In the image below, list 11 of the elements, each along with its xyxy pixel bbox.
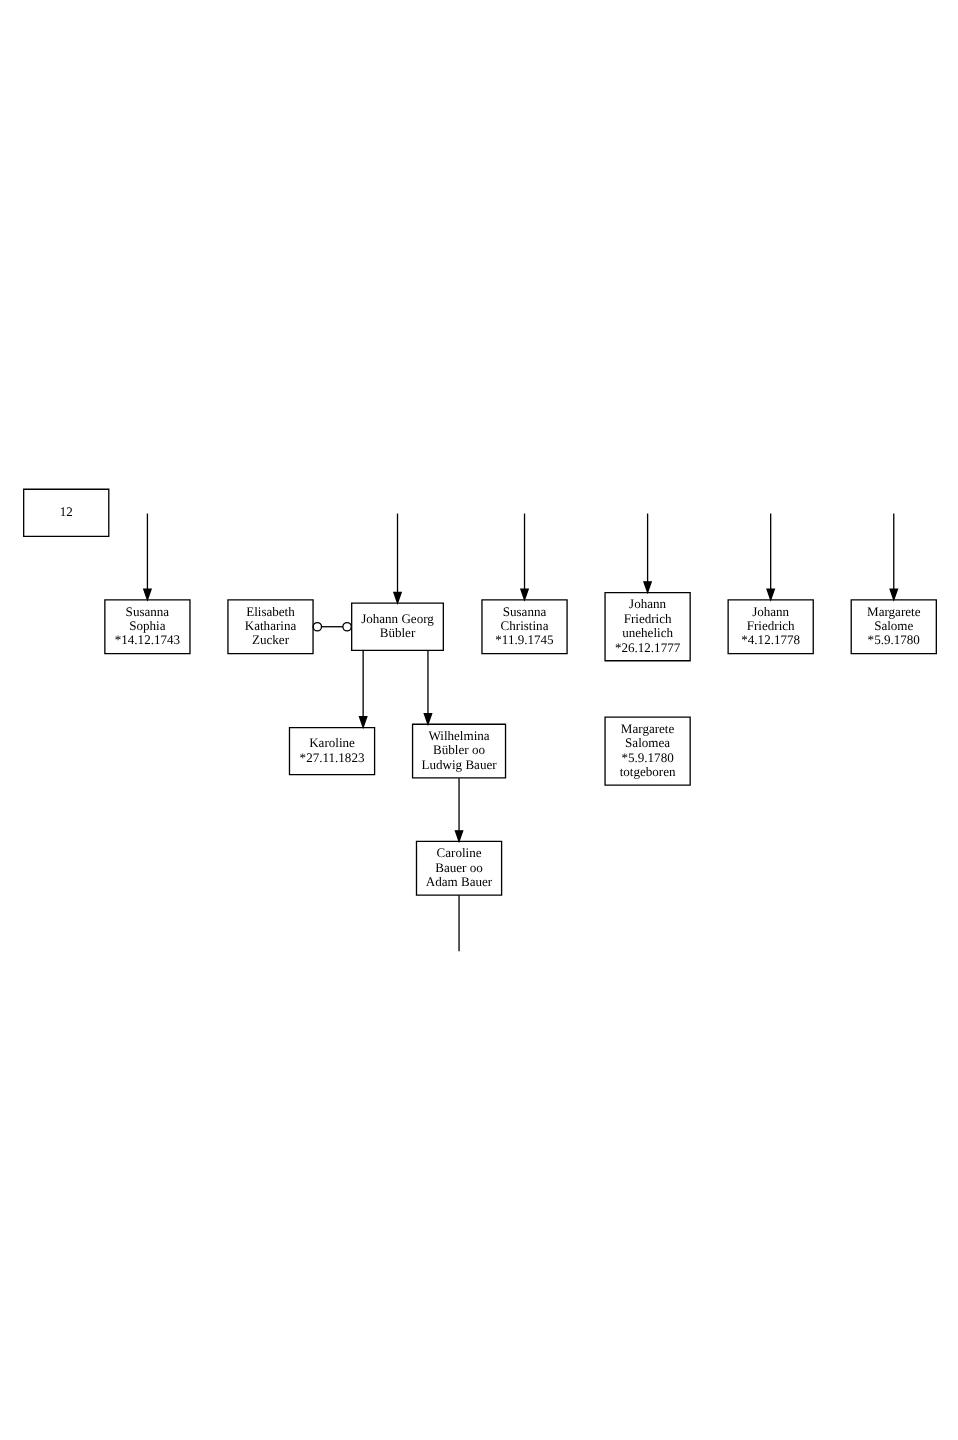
connector xyxy=(457,893,459,951)
arrow xyxy=(642,511,652,594)
arrow xyxy=(765,511,775,601)
connector xyxy=(311,620,351,631)
arrow xyxy=(141,511,151,601)
arrow xyxy=(391,511,402,604)
arrow xyxy=(453,776,463,843)
arrow xyxy=(518,511,529,601)
arrow xyxy=(422,649,432,726)
arrow xyxy=(888,511,898,601)
arrow xyxy=(357,649,367,729)
